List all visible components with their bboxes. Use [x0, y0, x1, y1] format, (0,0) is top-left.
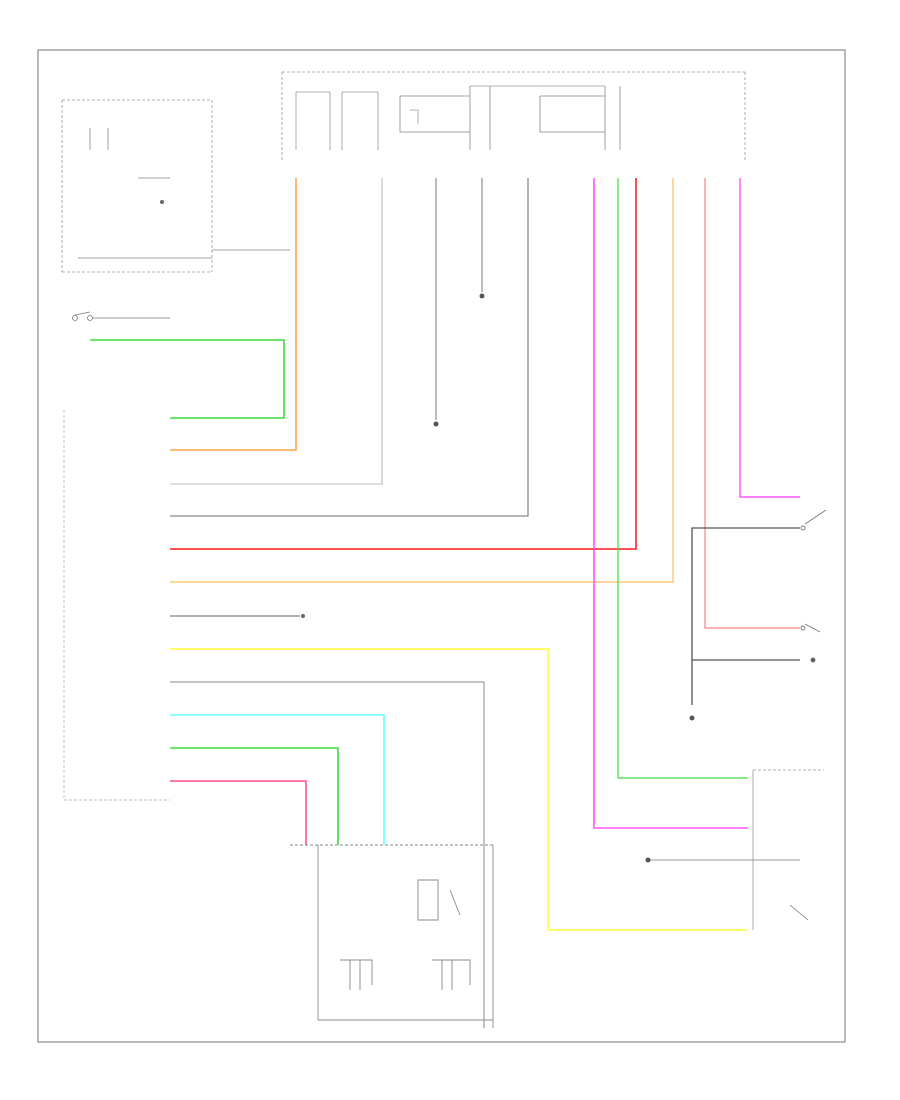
wire-gray-2 [170, 178, 529, 517]
wire-light-orange [170, 178, 674, 583]
wire-green-2 [170, 747, 339, 845]
wire-dark-down [170, 681, 485, 1028]
top-left-module [61, 99, 290, 273]
bottom-actuator [290, 844, 494, 1028]
left-connector [63, 410, 170, 801]
left-switch [72, 311, 170, 321]
wire-dark-right [691, 527, 800, 705]
wire-magenta-2 [739, 178, 800, 498]
ground-dot-3 [433, 421, 439, 427]
right-lower-module [645, 769, 824, 930]
wire-cyan [170, 714, 385, 845]
wire-red [170, 178, 637, 550]
right-switches [800, 509, 827, 663]
ground-dot-2 [689, 715, 695, 721]
wire-orange [170, 178, 297, 451]
wire-magenta-1 [593, 178, 748, 829]
wire-pink [170, 780, 307, 845]
top-fuse-block [281, 71, 746, 160]
ground-dot-4 [479, 293, 485, 299]
wire-yellow [170, 648, 748, 931]
diagram-border [37, 49, 846, 1043]
wire-gray-1 [170, 178, 383, 485]
wire-green-right [617, 178, 748, 779]
wire-green-1 [90, 339, 285, 419]
ground-dot-1 [301, 614, 305, 618]
wire-salmon [704, 178, 800, 629]
